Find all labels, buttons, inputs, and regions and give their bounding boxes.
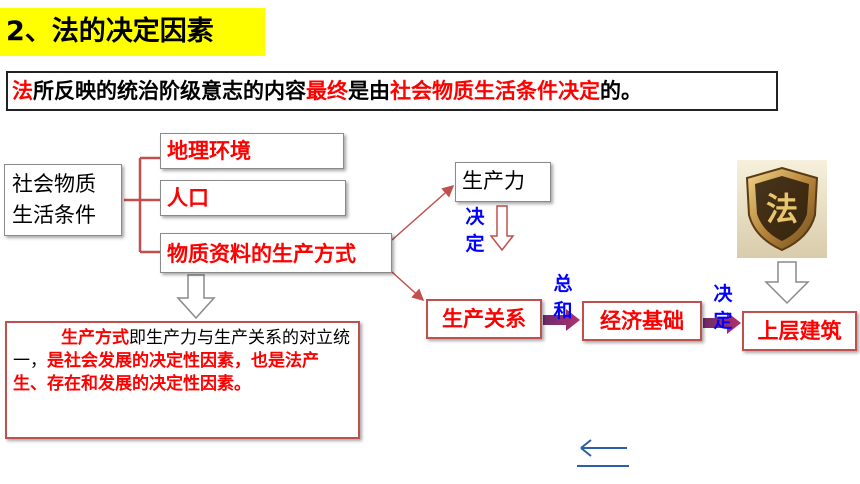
- explanation-conclusion: 是社会发展的决定性因素，也是法产生、存在和发展的决定性因素。: [13, 351, 319, 394]
- item-population: 人口: [160, 180, 346, 216]
- label-decide-1: 决定: [465, 206, 485, 255]
- node-economic-base: 经济基础: [582, 301, 702, 341]
- summary-text-1: 所反映的统治阶级意志的内容: [33, 79, 306, 103]
- social-conditions-box: 社会物质 生活条件: [4, 164, 122, 236]
- node-production-relations: 生产关系: [426, 299, 542, 339]
- arrow-left-icon[interactable]: [575, 436, 631, 470]
- social-conditions-line-1: 社会物质: [12, 172, 96, 196]
- law-shield-char: 法: [766, 190, 798, 228]
- arrow-economic-base-to-superstructure: [703, 312, 741, 334]
- explanation-term: 生产方式: [61, 328, 129, 348]
- arrow-mode-to-forces: [391, 185, 455, 241]
- arrow-mode-to-explanation: [176, 274, 216, 320]
- arrow-law-to-superstructure: [764, 261, 810, 305]
- explanation-box: 生产方式即生产力与生产关系的对立统一，是社会发展的决定性因素，也是法产生、存在和…: [5, 321, 360, 439]
- label-decide-2: 决定: [713, 283, 733, 332]
- summary-law: 法: [12, 79, 33, 103]
- arrow-mode-to-relations: [391, 271, 425, 302]
- label-sum-total: 总和: [553, 273, 573, 322]
- item-geography: 地理环境: [160, 133, 344, 169]
- summary-statement: 法所反映的统治阶级意志的内容最终是由社会物质生活条件决定的。: [6, 71, 778, 111]
- node-superstructure: 上层建筑: [742, 311, 857, 351]
- arrow-relations-to-economic-base: [543, 309, 580, 331]
- summary-text-3: 的。: [600, 79, 642, 103]
- node-productive-forces: 生产力: [455, 162, 551, 202]
- arrow-forces-to-relations: [489, 205, 515, 252]
- summary-final: 最终: [306, 79, 348, 103]
- summary-determinant: 社会物质生活条件决定: [390, 79, 600, 103]
- social-conditions-line-2: 生活条件: [12, 203, 96, 227]
- item-production-mode: 物质资料的生产方式: [160, 233, 392, 273]
- explanation-definition: 即生产力与生产关系的对立统一，: [13, 328, 350, 371]
- brace-connector: [124, 156, 160, 254]
- page-title: 2、法的决定因素: [0, 8, 265, 56]
- summary-text-2: 是由: [348, 79, 390, 103]
- law-shield-icon: 法: [737, 160, 827, 258]
